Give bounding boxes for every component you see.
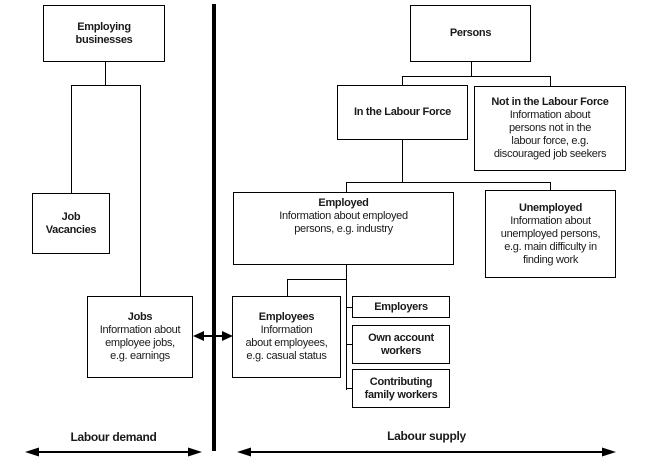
box-description: Information about unemployed persons, e.… xyxy=(500,214,601,266)
box-title: Jobs xyxy=(127,311,153,323)
labour-supply-label: Labour supply xyxy=(387,429,466,443)
box-title: Employees xyxy=(258,311,315,323)
box-description: Information about employees, e.g. casual… xyxy=(245,324,328,362)
labour-supply-span-arrow xyxy=(237,447,616,457)
connector-to-employees xyxy=(287,279,288,296)
box-title: Job Vacancies xyxy=(45,210,97,236)
box-job-vacancies: Job Vacancies xyxy=(32,193,110,254)
connector-to-job-vacancies xyxy=(71,85,72,193)
box-title: Own account workers xyxy=(368,331,434,357)
connector-to-not-in-labour-force xyxy=(550,76,551,87)
box-description: Information about employed persons, e.g.… xyxy=(279,210,408,235)
labour-demand-span-arrow xyxy=(25,447,202,457)
connector-persons-down xyxy=(471,62,472,77)
box-unemployed: Unemployed Information about unemployed … xyxy=(485,190,616,278)
connector-to-unemployed xyxy=(550,182,551,190)
connector-to-employed xyxy=(346,182,347,192)
box-title: Employers xyxy=(374,300,428,313)
box-employers: Employers xyxy=(352,296,450,318)
box-own-account-workers: Own account workers xyxy=(352,325,450,364)
connector-persons-split xyxy=(402,76,551,77)
connector-stub-employers xyxy=(346,307,352,308)
connector-labour-force-split xyxy=(346,182,551,183)
box-employing-businesses: Employing businesses xyxy=(43,5,165,62)
box-employed: Employed Information about employed pers… xyxy=(233,192,454,265)
box-title: In the Labour Force xyxy=(354,106,451,118)
connector-employed-down xyxy=(346,265,347,390)
box-in-the-labour-force: In the Labour Force xyxy=(337,85,468,140)
connector-businesses-down xyxy=(105,62,106,85)
connector-employees-branch xyxy=(287,279,346,280)
box-title: Contributing family workers xyxy=(364,375,438,401)
box-description: Information about persons not in the lab… xyxy=(493,109,607,160)
box-title: Employing businesses xyxy=(75,20,133,46)
connector-to-in-labour-force xyxy=(402,76,403,86)
box-title: Employed xyxy=(318,197,369,209)
box-employees: Employees Information about employees, e… xyxy=(232,296,341,378)
connector-labour-force-down xyxy=(402,140,403,183)
labour-demand-label: Labour demand xyxy=(70,430,157,444)
box-title: Persons xyxy=(449,27,492,39)
box-jobs: Jobs Information about employee jobs, e.… xyxy=(87,296,193,378)
connector-to-jobs xyxy=(140,85,141,296)
box-description: Information about employee jobs, e.g. ea… xyxy=(99,324,181,362)
box-persons: Persons xyxy=(410,5,531,62)
box-title: Not in the Labour Force xyxy=(491,96,609,108)
demand-supply-divider xyxy=(212,4,216,451)
box-contributing-family-workers: Contributing family workers xyxy=(352,369,450,408)
connector-stub-contributing-family-workers xyxy=(346,388,352,389)
box-not-in-the-labour-force: Not in the Labour Force Information abou… xyxy=(474,86,626,171)
box-title: Unemployed xyxy=(518,201,582,214)
connector-stub-own-account-workers xyxy=(346,344,352,345)
connector-businesses-split xyxy=(71,85,141,86)
